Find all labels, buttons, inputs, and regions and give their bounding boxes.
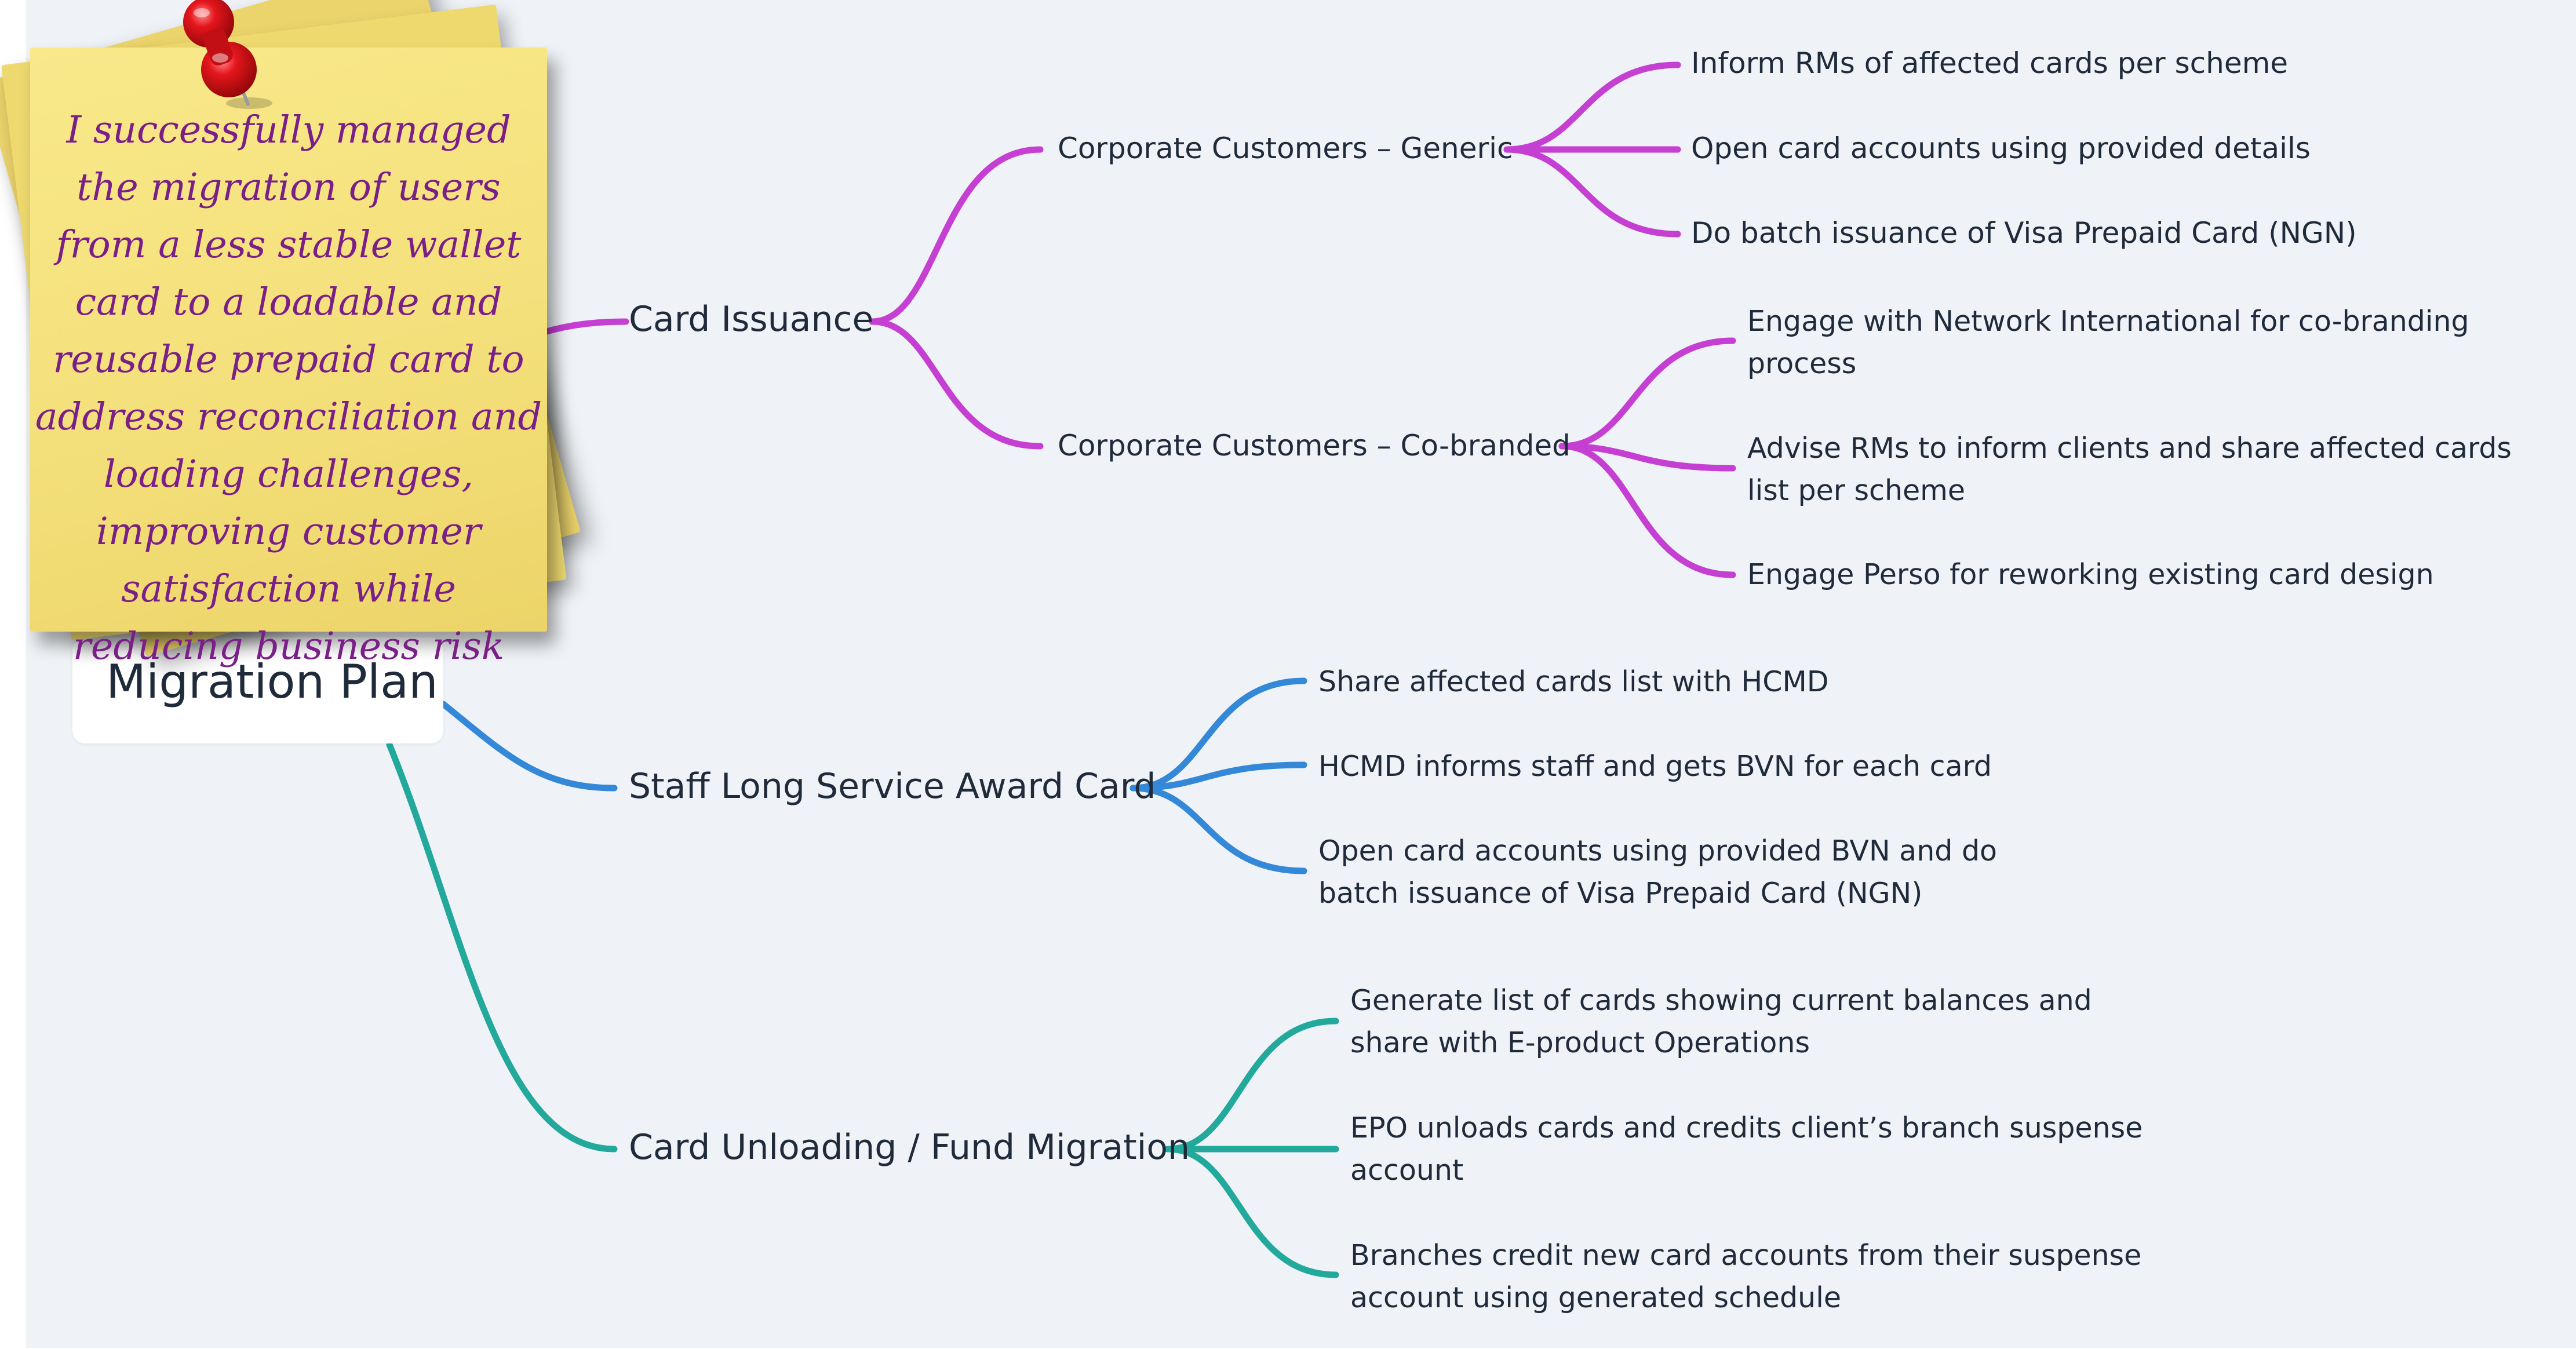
leaf-open-accounts-bvn[interactable]: Open card accounts using provided BVN an… bbox=[1318, 834, 1998, 910]
root-node[interactable] bbox=[72, 637, 443, 743]
node-card-unloading-fund-migration[interactable]: Card Unloading / Fund Migration bbox=[629, 1127, 1190, 1168]
node-card-issuance[interactable]: Card Issuance bbox=[629, 299, 874, 340]
node-corporate-customers-cobranded[interactable]: Corporate Customers – Co-branded bbox=[1058, 429, 1571, 462]
leaf-epo-unloads-cards[interactable]: EPO unloads cards and credits client’s b… bbox=[1350, 1111, 2143, 1187]
link-cobranded-leaf1 bbox=[1558, 337, 1736, 450]
sticky-note-text: I successfully managed the migration of … bbox=[35, 108, 542, 668]
link-staff-leaf1 bbox=[1129, 677, 1307, 792]
node-corporate-customers-generic[interactable]: Corporate Customers – Generic bbox=[1058, 132, 1513, 165]
link-generic-leaf1 bbox=[1503, 61, 1681, 153]
link-issuance-cobranded bbox=[869, 318, 1044, 450]
leaf-advise-rms[interactable]: Advise RMs to inform clients and share a… bbox=[1747, 432, 2512, 507]
sticky-note[interactable] bbox=[30, 48, 547, 632]
leaf-branches-credit-accounts[interactable]: Branches credit new card accounts from t… bbox=[1350, 1239, 2142, 1314]
link-unload-leaf3 bbox=[1164, 1146, 1339, 1278]
leaf-inform-rms[interactable]: Inform RMs of affected cards per scheme bbox=[1691, 46, 2289, 80]
push-pin-icon bbox=[183, 0, 272, 109]
link-staff-leaf2 bbox=[1129, 761, 1307, 792]
link-unload-leaf1 bbox=[1164, 1018, 1339, 1153]
root-node-label: Migration Plan bbox=[106, 655, 438, 709]
leaf-open-card-accounts[interactable]: Open card accounts using provided detail… bbox=[1691, 132, 2311, 165]
leaf-engage-network-international[interactable]: Engage with Network International for co… bbox=[1747, 305, 2469, 380]
link-cobranded-leaf3 bbox=[1558, 443, 1736, 578]
node-staff-long-service-award-card[interactable]: Staff Long Service Award Card bbox=[629, 766, 1156, 807]
leaf-share-cards-list-hcmd[interactable]: Share affected cards list with HCMD bbox=[1318, 665, 1829, 698]
link-generic-leaf3 bbox=[1503, 146, 1681, 238]
leaf-hcmd-informs-staff[interactable]: HCMD informs staff and gets BVN for each… bbox=[1318, 750, 1992, 783]
leaf-batch-issuance[interactable]: Do batch issuance of Visa Prepaid Card (… bbox=[1691, 216, 2357, 250]
leaf-engage-perso[interactable]: Engage Perso for reworking existing card… bbox=[1747, 558, 2434, 591]
link-root-unloading bbox=[386, 741, 618, 1153]
link-issuance-generic bbox=[869, 146, 1044, 325]
link-cobranded-leaf2 bbox=[1558, 443, 1736, 472]
link-root-staff-award bbox=[440, 701, 618, 792]
leaf-generate-list-balances[interactable]: Generate list of cards showing current b… bbox=[1350, 984, 2092, 1059]
link-staff-leaf3 bbox=[1129, 785, 1307, 874]
